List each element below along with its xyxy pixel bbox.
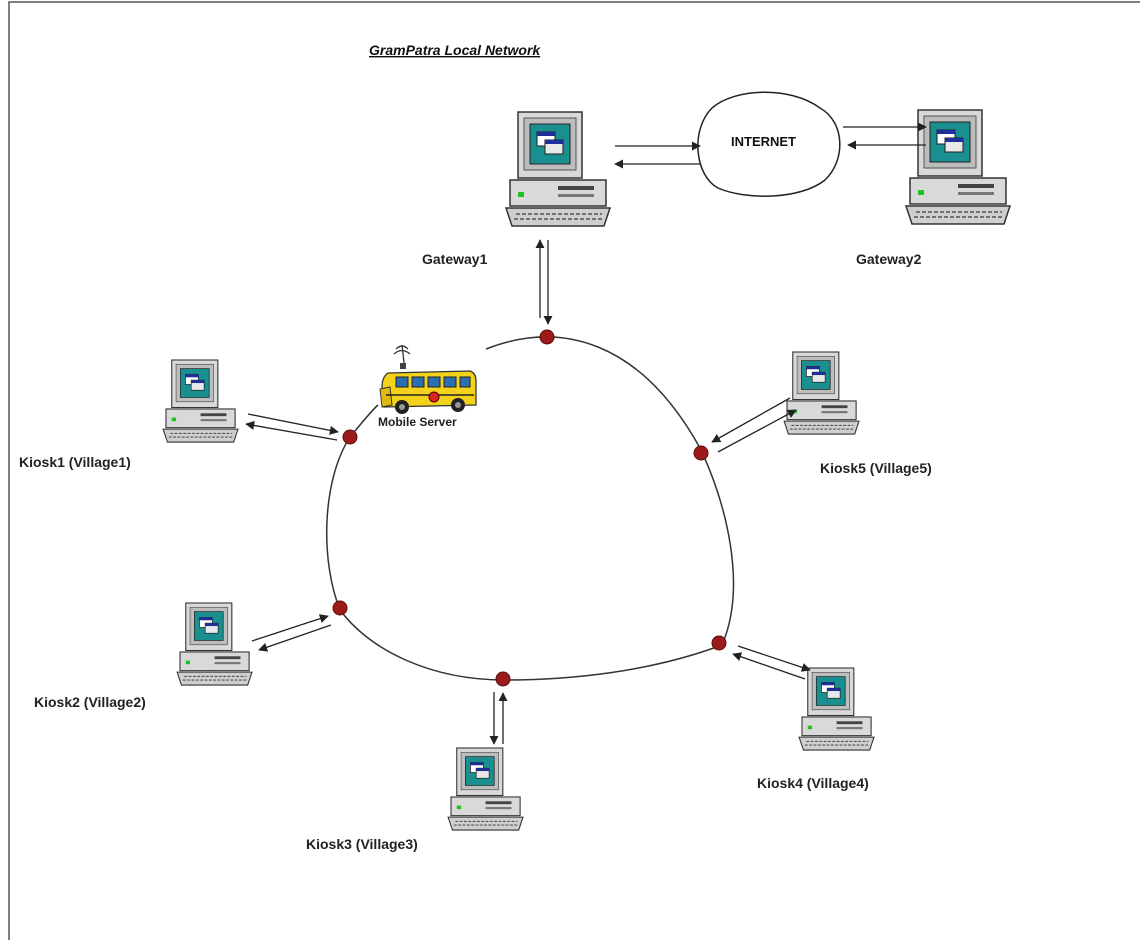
kiosk3-label: Kiosk3 (Village3) — [306, 836, 418, 852]
junction-dot-kiosk4 — [711, 635, 727, 651]
kiosk2-label: Kiosk2 (Village2) — [34, 694, 146, 710]
arrow-kiosk1-to-ring — [247, 413, 339, 435]
gateway1-label: Gateway1 — [422, 251, 488, 267]
kiosk4-computer-icon — [798, 667, 875, 751]
kiosk5-label: Kiosk5 (Village5) — [820, 460, 932, 476]
kiosk4-label: Kiosk4 (Village4) — [757, 775, 869, 791]
school-bus-icon — [379, 344, 477, 414]
kiosk1-label: Kiosk1 (Village1) — [19, 454, 131, 470]
arrow-kiosk2-to-ring — [251, 614, 329, 642]
gateway2-label: Gateway2 — [856, 251, 922, 267]
mobile-server-label: Mobile Server — [378, 415, 457, 429]
junction-dot-gateway1 — [539, 329, 555, 345]
diagram-title: GramPatra Local Network — [369, 42, 541, 58]
kiosk3-computer-icon — [447, 747, 524, 831]
junction-dot-kiosk2 — [332, 600, 348, 616]
arrow-ring-to-kiosk5 — [717, 409, 797, 453]
kiosk1-computer-icon — [162, 359, 239, 443]
junction-dot-kiosk3 — [495, 671, 511, 687]
junction-dot-kiosk5 — [693, 445, 709, 461]
internet-label: INTERNET — [731, 134, 796, 149]
kiosk5-computer-icon — [783, 351, 860, 435]
arrow-ring-to-kiosk1 — [245, 420, 338, 441]
diagram-border — [8, 1, 1140, 940]
arrow-ring-to-kiosk4 — [737, 645, 811, 672]
gateway1-computer-icon — [505, 111, 611, 227]
arrow-kiosk4-to-ring — [732, 652, 806, 680]
internet-cloud-icon — [697, 91, 841, 197]
network-ring — [325, 336, 735, 681]
junction-dot-kiosk1 — [342, 429, 358, 445]
arrow-ring-to-kiosk2 — [258, 624, 332, 652]
kiosk2-computer-icon — [176, 602, 253, 686]
arrow-kiosk5-to-ring — [711, 397, 791, 443]
